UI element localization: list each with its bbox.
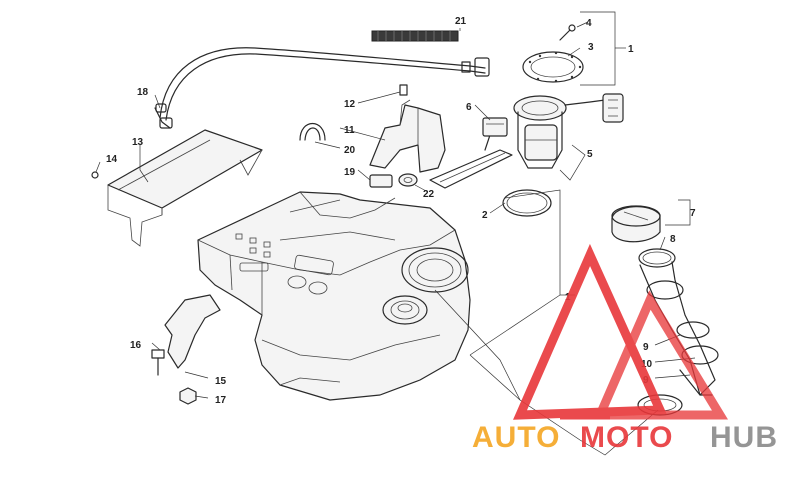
watermark-logo-icon [513, 243, 729, 420]
strap-clip-20 [299, 123, 326, 141]
watermark-brand-auto: AUTO [472, 421, 560, 454]
callout-11: 11 [344, 125, 355, 136]
callout-5: 5 [587, 149, 593, 160]
bolt-16 [151, 349, 165, 376]
bolt-14 [91, 171, 99, 179]
callout-13: 13 [132, 137, 144, 148]
hold-down-strap [164, 294, 221, 369]
gasket-2 [502, 189, 552, 217]
callout-18: 18 [137, 87, 149, 98]
nut-12 [399, 84, 408, 96]
callout-15: 15 [215, 376, 227, 387]
breather-hose [154, 47, 490, 129]
callout-3: 3 [588, 42, 594, 53]
callout-14: 14 [106, 154, 118, 165]
callout-21: 21 [455, 16, 467, 27]
callout-4: 4 [586, 18, 592, 29]
callout-17: 17 [215, 395, 227, 406]
retaining-ring [522, 51, 584, 83]
callout-7: 7 [690, 208, 696, 219]
mounting-bracket [369, 99, 446, 173]
callout-19: 19 [344, 167, 356, 178]
watermark-brand-moto: MOTO [580, 421, 673, 454]
fuel-tank [197, 191, 471, 401]
screw-4 [559, 24, 576, 41]
callout-1-top: 1 [628, 44, 634, 55]
fuel-pump-assembly [429, 93, 624, 189]
heat-shield [107, 129, 263, 247]
callout-20: 20 [344, 145, 356, 156]
watermark-brand-hub: HUB [710, 421, 778, 454]
callout-10: 10 [641, 359, 653, 370]
callout-22: 22 [423, 189, 435, 200]
watermark: AUTO MOTO HUB [472, 243, 778, 454]
leader-lines [95, 11, 696, 456]
protective-sleeve [371, 30, 459, 42]
foam-pad-19 [369, 174, 393, 188]
callout-12: 12 [344, 99, 356, 110]
callout-8: 8 [670, 234, 676, 245]
grommet-22 [398, 173, 418, 187]
fuel-cap [611, 205, 661, 243]
callout-16: 16 [130, 340, 142, 351]
callout-6: 6 [466, 102, 472, 113]
callout-9-upper: 9 [643, 342, 649, 353]
callout-2: 2 [482, 210, 488, 221]
nut-17 [179, 387, 197, 405]
